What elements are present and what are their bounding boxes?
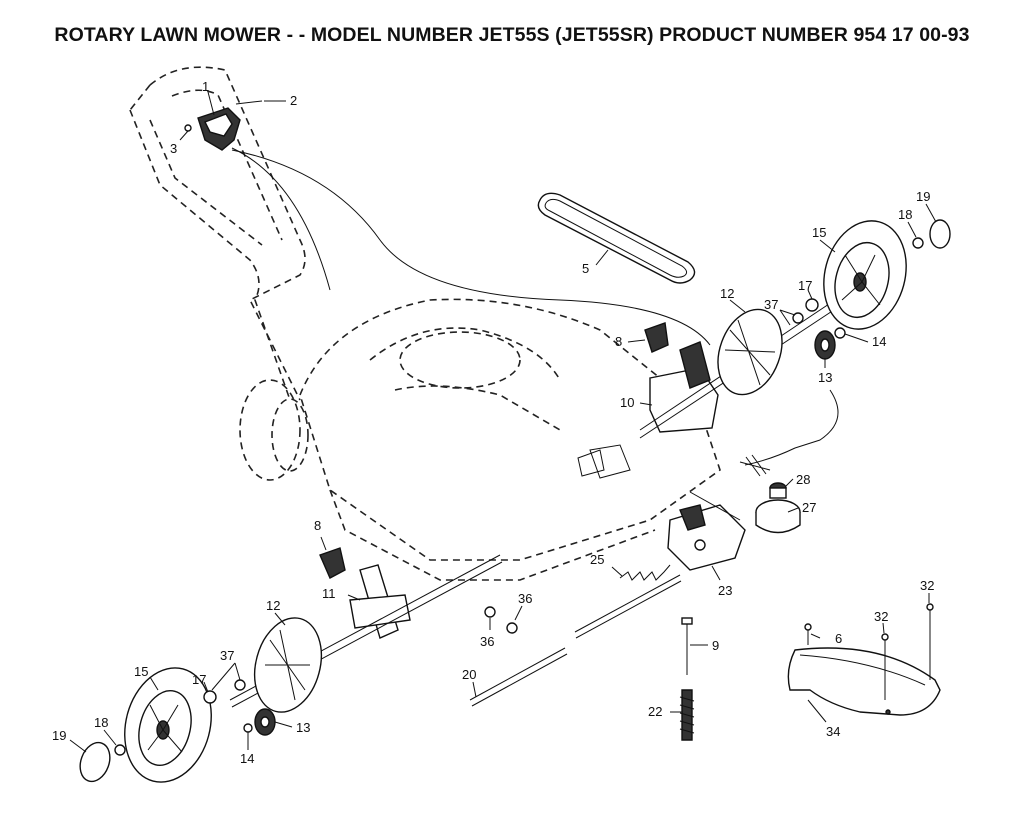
callout-1: 1 <box>202 79 209 94</box>
handle-outline <box>129 66 306 401</box>
screw-6-head <box>804 623 812 631</box>
callout-32-left: 32 <box>874 609 888 624</box>
callout-20: 20 <box>462 667 476 682</box>
bolt-9-head <box>681 617 693 625</box>
washer-37-right <box>792 312 804 324</box>
axle-rod-20-part <box>469 647 566 701</box>
callout-19-left: 19 <box>52 728 66 743</box>
callout-19-right: 19 <box>916 189 930 204</box>
callout-numbers: 1 2 3 5 6 8 8 9 10 11 12 12 13 13 14 14 … <box>52 79 934 766</box>
callout-8-right: 8 <box>615 334 622 349</box>
clip-14-left <box>243 723 253 733</box>
bushing-17-left <box>203 690 217 704</box>
callout-28: 28 <box>796 472 810 487</box>
callout-17-right: 17 <box>798 278 812 293</box>
nut-3-part <box>184 124 192 132</box>
callout-14-left: 14 <box>240 751 254 766</box>
callout-18-right: 18 <box>898 207 912 222</box>
nut-36-b <box>506 622 518 634</box>
callout-15-right: 15 <box>812 225 826 240</box>
callout-27: 27 <box>802 500 816 515</box>
knob-8-right <box>644 322 669 353</box>
wheel-left <box>124 667 212 783</box>
callout-10: 10 <box>620 395 634 410</box>
spring-25-part <box>619 564 671 581</box>
leader-lines <box>69 91 937 753</box>
washer-37-left <box>234 679 246 691</box>
callout-14-right: 14 <box>872 334 886 349</box>
hubcap-19-left <box>79 741 111 783</box>
handle-control-bracket <box>197 107 241 151</box>
callout-15-left: 15 <box>134 664 148 679</box>
page-title: ROTARY LAWN MOWER - - MODEL NUMBER JET55… <box>54 24 970 46</box>
bolt-2-part <box>235 100 263 105</box>
spring-22-coils <box>679 696 695 734</box>
drive-cable <box>744 389 839 466</box>
adjuster-rod <box>574 574 681 633</box>
bushing-17-right <box>805 298 819 312</box>
spring-detail <box>739 454 771 477</box>
knob-8-left <box>319 547 346 579</box>
pinion-gear-right <box>814 330 836 360</box>
screw-32-left-head <box>881 633 889 641</box>
axle-rod-20-edge <box>471 653 568 707</box>
wheel-cover-right <box>717 308 783 396</box>
pinion-gear-left <box>254 708 276 736</box>
callout-34: 34 <box>826 724 840 739</box>
nut-18-left <box>114 744 126 756</box>
callout-6: 6 <box>835 631 842 646</box>
wheel-cover-left <box>253 617 323 713</box>
wheel-right <box>823 220 907 330</box>
callout-37-right: 37 <box>764 297 778 312</box>
callout-8-left: 8 <box>314 518 321 533</box>
rear-deflector <box>787 647 941 716</box>
callout-5: 5 <box>582 261 589 276</box>
rear-wheel-outline <box>239 379 309 481</box>
hubcap-19-right <box>929 219 951 249</box>
height-adjuster-assembly <box>667 491 746 571</box>
drive-belt <box>537 192 696 284</box>
clip-14-right <box>834 327 846 339</box>
callout-12-left: 12 <box>266 598 280 613</box>
nut-36-a <box>484 606 496 618</box>
callout-25: 25 <box>590 552 604 567</box>
callout-18-left: 18 <box>94 715 108 730</box>
callout-13-left: 13 <box>296 720 310 735</box>
control-cable <box>231 149 711 346</box>
mower-deck-outline <box>299 298 721 581</box>
callout-13-right: 13 <box>818 370 832 385</box>
callout-12-right: 12 <box>720 286 734 301</box>
screw-32-right-head <box>926 603 934 611</box>
drive-housing <box>649 341 719 433</box>
callout-23: 23 <box>718 583 732 598</box>
nut-18-right <box>912 237 924 249</box>
callout-3: 3 <box>170 141 177 156</box>
callout-36-bottom: 36 <box>480 634 494 649</box>
callout-37-left: 37 <box>220 648 234 663</box>
callout-17-left: 17 <box>192 672 206 687</box>
callout-32-right: 32 <box>920 578 934 593</box>
adjuster-rod-edge <box>575 580 682 639</box>
control-cable-lower <box>231 147 331 291</box>
callout-2: 2 <box>290 93 297 108</box>
pulley <box>755 482 801 534</box>
callout-11: 11 <box>322 586 336 601</box>
callout-36-top: 36 <box>518 591 532 606</box>
callout-22: 22 <box>648 704 662 719</box>
callout-9: 9 <box>712 638 719 653</box>
